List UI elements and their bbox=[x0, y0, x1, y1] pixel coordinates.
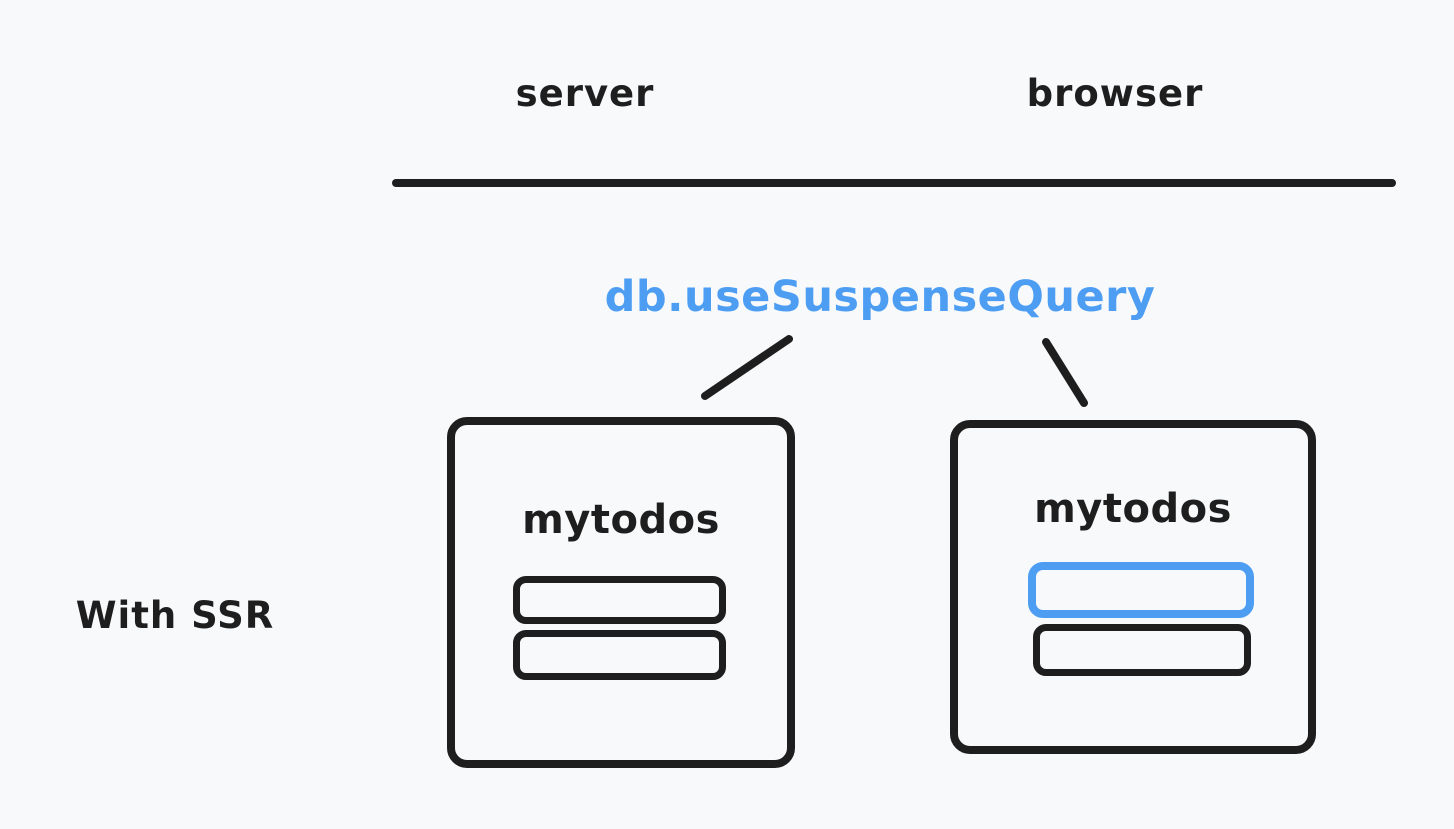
hook-call-label: db.useSuspenseQuery bbox=[604, 272, 1156, 322]
server-app-box: mytodos bbox=[447, 417, 795, 768]
column-header-browser: browser bbox=[1026, 72, 1204, 115]
column-header-server: server bbox=[515, 72, 655, 115]
connector-line-to-server-box bbox=[701, 335, 793, 400]
browser-todo-item-2 bbox=[1033, 624, 1251, 676]
browser-todo-item-1-highlighted bbox=[1028, 562, 1254, 618]
server-box-title: mytodos bbox=[522, 497, 720, 543]
browser-app-box: mytodos bbox=[950, 420, 1316, 754]
server-todo-item-2 bbox=[513, 630, 726, 680]
header-divider-line bbox=[392, 179, 1396, 187]
row-label-with-ssr: With SSR bbox=[75, 594, 275, 637]
connector-line-to-browser-box bbox=[1042, 338, 1088, 407]
server-todo-item-1 bbox=[513, 576, 726, 624]
browser-box-title: mytodos bbox=[1034, 486, 1232, 532]
